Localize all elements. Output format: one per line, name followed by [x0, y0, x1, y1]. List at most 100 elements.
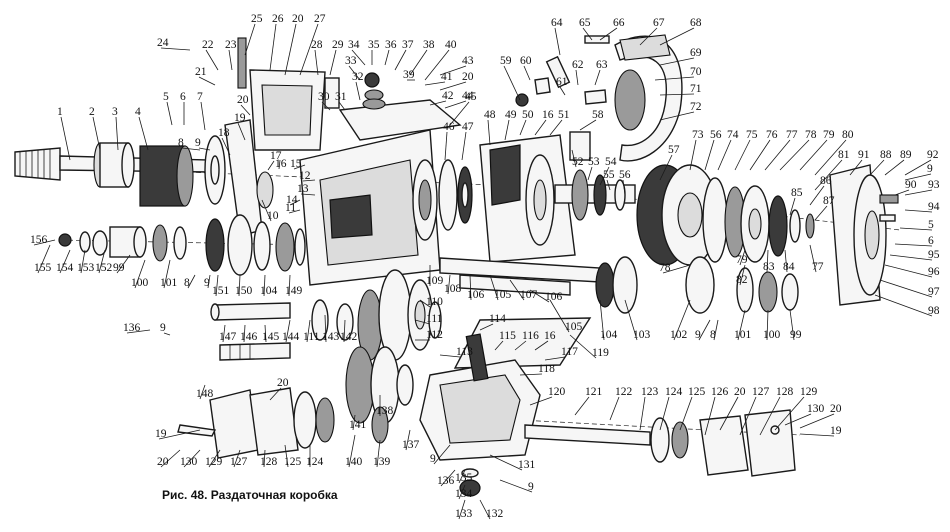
- callout-l73: 73: [692, 129, 704, 141]
- callout-l57: 57: [668, 144, 680, 156]
- leader-line-l9d: [433, 444, 451, 465]
- callout-l125a: 125: [688, 386, 706, 398]
- callout-l129a: 129: [800, 386, 818, 398]
- leader-line-l17: [267, 160, 275, 171]
- leader-line-l150: [238, 274, 241, 297]
- callout-l152: 152: [95, 262, 113, 274]
- callout-l143: 143: [322, 331, 340, 343]
- leader-line-l120: [529, 396, 553, 406]
- callout-l8b: 8: [710, 329, 716, 341]
- shift-cover: [324, 72, 462, 141]
- leader-line-l37: [394, 49, 407, 71]
- callout-l16b: 16: [542, 109, 554, 121]
- leader-line-l14: [289, 199, 301, 206]
- center-bearings: [438, 159, 473, 231]
- callout-l10: 10: [267, 210, 279, 222]
- leader-line-l131: [489, 454, 523, 471]
- callout-l30: 30: [318, 91, 330, 103]
- leader-line-l26: [269, 23, 277, 71]
- leader-line-l30: [321, 101, 331, 111]
- callout-l99b: 99: [113, 262, 125, 274]
- callout-l130b: 130: [180, 456, 198, 468]
- callout-l45: 45: [465, 91, 477, 103]
- callout-l18: 18: [218, 127, 230, 139]
- callout-l76: 76: [766, 129, 778, 141]
- callout-l19a: 19: [155, 428, 167, 440]
- callout-l153: 153: [77, 262, 95, 274]
- leader-line-l115: [494, 340, 504, 351]
- leader-line-l47: [461, 131, 467, 161]
- callout-l43: 43: [462, 55, 474, 67]
- leader-line-l9e: [207, 274, 211, 289]
- callout-l107: 107: [520, 289, 538, 301]
- callout-l104b: 104: [260, 285, 278, 297]
- callout-l144: 144: [282, 331, 300, 343]
- callout-l28: 28: [311, 39, 323, 51]
- rear-flange: [829, 164, 899, 306]
- leader-line-l117: [544, 356, 566, 361]
- callout-l60: 60: [520, 55, 532, 67]
- main-housing-left: [299, 129, 441, 286]
- callout-l25: 25: [251, 13, 263, 25]
- leader-line-l111b: [306, 319, 311, 343]
- callout-l115: 115: [499, 330, 516, 342]
- leader-line-l27: [299, 23, 319, 76]
- callout-l84: 84: [783, 261, 795, 273]
- callout-l20a: 20: [237, 94, 249, 106]
- leader-line-l141: [352, 414, 356, 431]
- leader-line-l6b: [894, 243, 933, 247]
- callout-l88: 88: [880, 149, 892, 161]
- callout-l71: 71: [690, 83, 702, 95]
- leader-line-l18: [221, 137, 231, 156]
- callout-l67: 67: [653, 17, 665, 29]
- callout-l6: 6: [180, 91, 186, 103]
- leader-line-l101a: [737, 309, 746, 341]
- callout-l36: 36: [385, 39, 397, 51]
- callout-l46: 46: [443, 121, 455, 133]
- callout-l70: 70: [690, 66, 702, 78]
- callout-l56b: 56: [710, 129, 722, 141]
- brake-band: [614, 34, 683, 162]
- leader-line-l123: [639, 396, 646, 431]
- callout-l125b: 125: [284, 456, 302, 468]
- callout-l112: 112: [426, 329, 443, 341]
- callout-l113: 113: [456, 346, 473, 358]
- leader-line-l20g: [269, 387, 282, 401]
- callout-l105b: 105: [494, 289, 512, 301]
- callout-l102: 102: [670, 329, 688, 341]
- leader-line-l71: [659, 93, 695, 96]
- leader-line-l23: [228, 49, 233, 71]
- callout-l80: 80: [842, 129, 854, 141]
- callout-l68: 68: [690, 17, 702, 29]
- callout-l65: 65: [579, 17, 591, 29]
- callout-l66: 66: [613, 17, 625, 29]
- callout-l100b: 100: [131, 277, 149, 289]
- leader-line-l29: [329, 49, 337, 76]
- callout-l20c: 20: [462, 71, 474, 83]
- leader-line-l100a: [766, 309, 769, 341]
- callout-l35: 35: [368, 39, 380, 51]
- leader-line-l93: [904, 189, 933, 196]
- leader-line-l91: [849, 159, 863, 176]
- leader-line-l72: [659, 111, 695, 121]
- leader-line-l103: [624, 299, 638, 341]
- callout-l9d: 9: [430, 453, 436, 465]
- leader-line-l13: [300, 193, 316, 196]
- callout-l151: 151: [212, 285, 230, 297]
- rear-lower-bearings: [595, 256, 799, 314]
- front-lower-bearings: [58, 214, 306, 276]
- callout-l119: 119: [592, 347, 609, 359]
- leader-line-l20d: [719, 396, 739, 431]
- callout-l47: 47: [462, 121, 474, 133]
- leader-line-l62: [575, 69, 579, 86]
- leader-line-l77a: [764, 139, 791, 171]
- callout-l27: 27: [314, 13, 326, 25]
- callout-l39: 39: [403, 69, 415, 81]
- leader-line-l1: [60, 116, 71, 161]
- callout-l105a: 105: [565, 321, 583, 333]
- leader-line-l154: [59, 249, 71, 274]
- leader-line-l4: [138, 116, 149, 151]
- leader-line-l153: [80, 249, 86, 274]
- callout-l97: 97: [928, 286, 940, 298]
